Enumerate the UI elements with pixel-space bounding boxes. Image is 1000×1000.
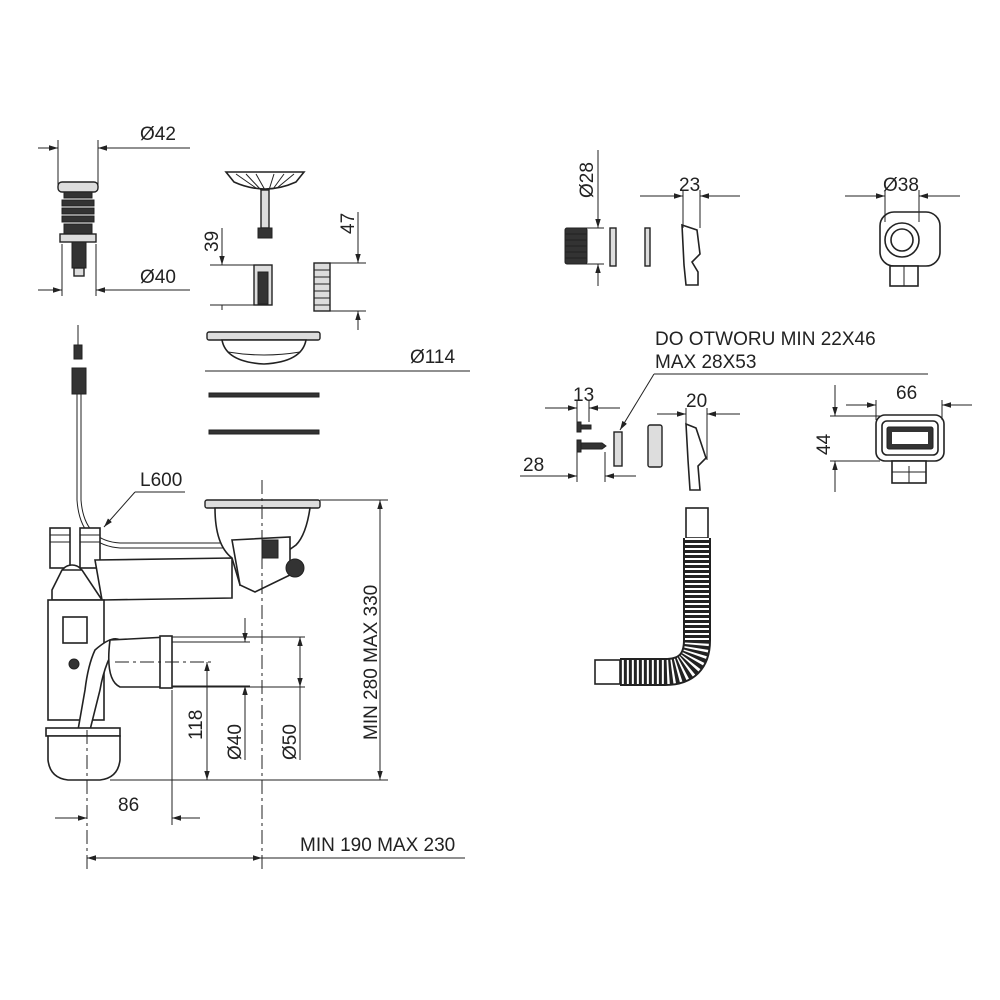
dimension-outlet-diameter-40: Ø40 bbox=[172, 618, 250, 760]
strainer-basket bbox=[224, 171, 331, 312]
hole-note-line-1: DO OTWORU MIN 22X46 bbox=[655, 329, 876, 350]
dimension-round-overflow-diameter: Ø38 bbox=[845, 175, 960, 222]
dimension-siphon-height: MIN 280 MAX 330 bbox=[110, 499, 388, 781]
popup-plug bbox=[57, 181, 99, 277]
flange-diameter-label: Ø114 bbox=[410, 347, 456, 368]
sink-flange bbox=[206, 331, 321, 365]
popup-top-diameter-label: Ø42 bbox=[140, 124, 176, 145]
dimension-rect-overflow-height: 44 bbox=[814, 385, 880, 492]
dimension-screw-long: 28 bbox=[520, 452, 636, 482]
pin-height-label: 39 bbox=[202, 231, 223, 252]
dimension-popup-bottom: Ø40 bbox=[38, 244, 190, 296]
popup-bottom-diameter-label: Ø40 bbox=[140, 267, 176, 288]
dimension-button-diameter: Ø28 bbox=[577, 150, 604, 286]
cable-length-label: L600 bbox=[140, 470, 182, 491]
dimension-outlet-diameter-50: Ø50 bbox=[172, 636, 305, 760]
siphon-assembly bbox=[45, 480, 321, 870]
connector-width-label: 23 bbox=[679, 175, 700, 196]
outlet-height-label: 118 bbox=[186, 710, 207, 740]
dimension-rect-overflow-width: 66 bbox=[846, 383, 972, 420]
round-overflow bbox=[879, 211, 941, 287]
dimension-outlet-height: 118 bbox=[186, 662, 210, 780]
popup-cable bbox=[71, 325, 230, 549]
cable-length-callout: L600 bbox=[103, 470, 185, 528]
screw-long-label: 28 bbox=[523, 455, 544, 476]
dimension-total-width: MIN 190 MAX 230 bbox=[87, 835, 465, 861]
round-overflow-diameter-label: Ø38 bbox=[883, 175, 919, 196]
total-width-label: MIN 190 MAX 230 bbox=[300, 835, 455, 856]
dimension-screw-height: 47 bbox=[330, 212, 366, 330]
overflow-button-parts bbox=[564, 223, 701, 286]
outlet-diameter-50-label: Ø50 bbox=[280, 724, 301, 760]
trap-offset-label: 86 bbox=[118, 795, 139, 816]
dimension-trap-offset: 86 bbox=[55, 690, 200, 825]
screws-and-plate bbox=[576, 421, 707, 491]
rect-overflow bbox=[875, 414, 945, 484]
dimension-connector-width: 23 bbox=[640, 175, 740, 228]
corrugated-hose bbox=[594, 507, 711, 686]
dimension-screw-short: 13 bbox=[545, 385, 620, 422]
button-diameter-label: Ø28 bbox=[577, 162, 598, 198]
dimension-popup-top: Ø42 bbox=[38, 124, 190, 185]
dimension-rect-connector-width: 20 bbox=[657, 391, 740, 460]
rect-connector-width-label: 20 bbox=[686, 391, 707, 412]
dimension-pin-height: 39 bbox=[202, 228, 262, 310]
rect-overflow-width-label: 66 bbox=[896, 383, 917, 404]
screw-short-label: 13 bbox=[573, 385, 594, 406]
gasket-upper bbox=[208, 392, 320, 398]
dimension-flange-diameter: Ø114 bbox=[205, 347, 470, 372]
outlet-diameter-40-label: Ø40 bbox=[225, 724, 246, 760]
siphon-height-label: MIN 280 MAX 330 bbox=[361, 585, 382, 740]
hole-note-line-2: MAX 28X53 bbox=[655, 352, 756, 373]
rect-overflow-height-label: 44 bbox=[814, 433, 835, 455]
gasket-lower bbox=[208, 429, 320, 435]
hole-size-note: DO OTWORU MIN 22X46 MAX 28X53 bbox=[619, 329, 928, 431]
screw-height-label: 47 bbox=[338, 213, 359, 234]
